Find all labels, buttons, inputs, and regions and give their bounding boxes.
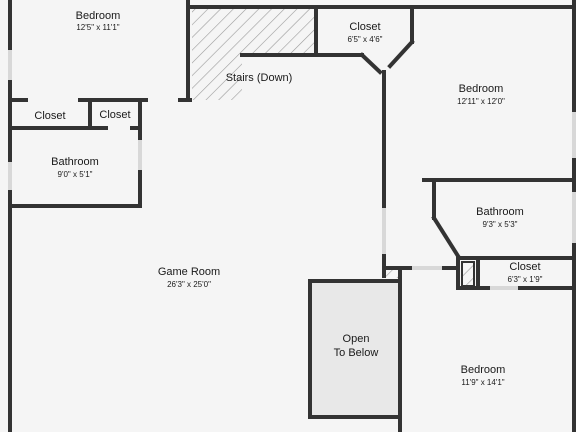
closet-n-label: Closet xyxy=(349,21,380,33)
chase-hatch xyxy=(461,261,475,287)
closet-n-dim: 6'5" x 4'6" xyxy=(348,35,383,44)
open-to-below-line2: To Below xyxy=(334,347,379,359)
bathroom-w-label: Bathroom xyxy=(51,156,99,168)
closet-nw-right-label: Closet xyxy=(99,109,130,121)
bedroom-se-label: Bedroom xyxy=(461,364,506,376)
bathroom-e-dim: 9'3" x 5'3" xyxy=(483,220,518,229)
bathroom-w-dim: 9'0" x 5'1" xyxy=(58,170,93,179)
game-room-dim: 26'3" x 25'0" xyxy=(167,280,211,289)
stairs-label: Stairs (Down) xyxy=(226,72,293,84)
bedroom-ne-dim: 12'11" x 12'0" xyxy=(457,97,505,106)
closet-e-label: Closet xyxy=(509,261,540,273)
stairs-landing xyxy=(242,57,322,100)
bedroom-se-dim: 11'9" x 14'1" xyxy=(461,378,504,387)
closet-nw-left-label: Closet xyxy=(34,110,65,122)
bedroom-ne-label: Bedroom xyxy=(459,83,504,95)
game-room-label: Game Room xyxy=(158,266,220,278)
open-to-below-line1: Open xyxy=(343,333,370,345)
walls xyxy=(8,0,576,432)
chase-hatch-small xyxy=(386,268,398,278)
windows xyxy=(8,50,576,290)
closet-e-dim: 6'3" x 1'9" xyxy=(508,275,543,284)
bathroom-e-label: Bathroom xyxy=(476,206,524,218)
bedroom-nw-dim: 12'5" x 11'1" xyxy=(76,23,119,32)
bedroom-nw-label: Bedroom xyxy=(76,10,121,22)
